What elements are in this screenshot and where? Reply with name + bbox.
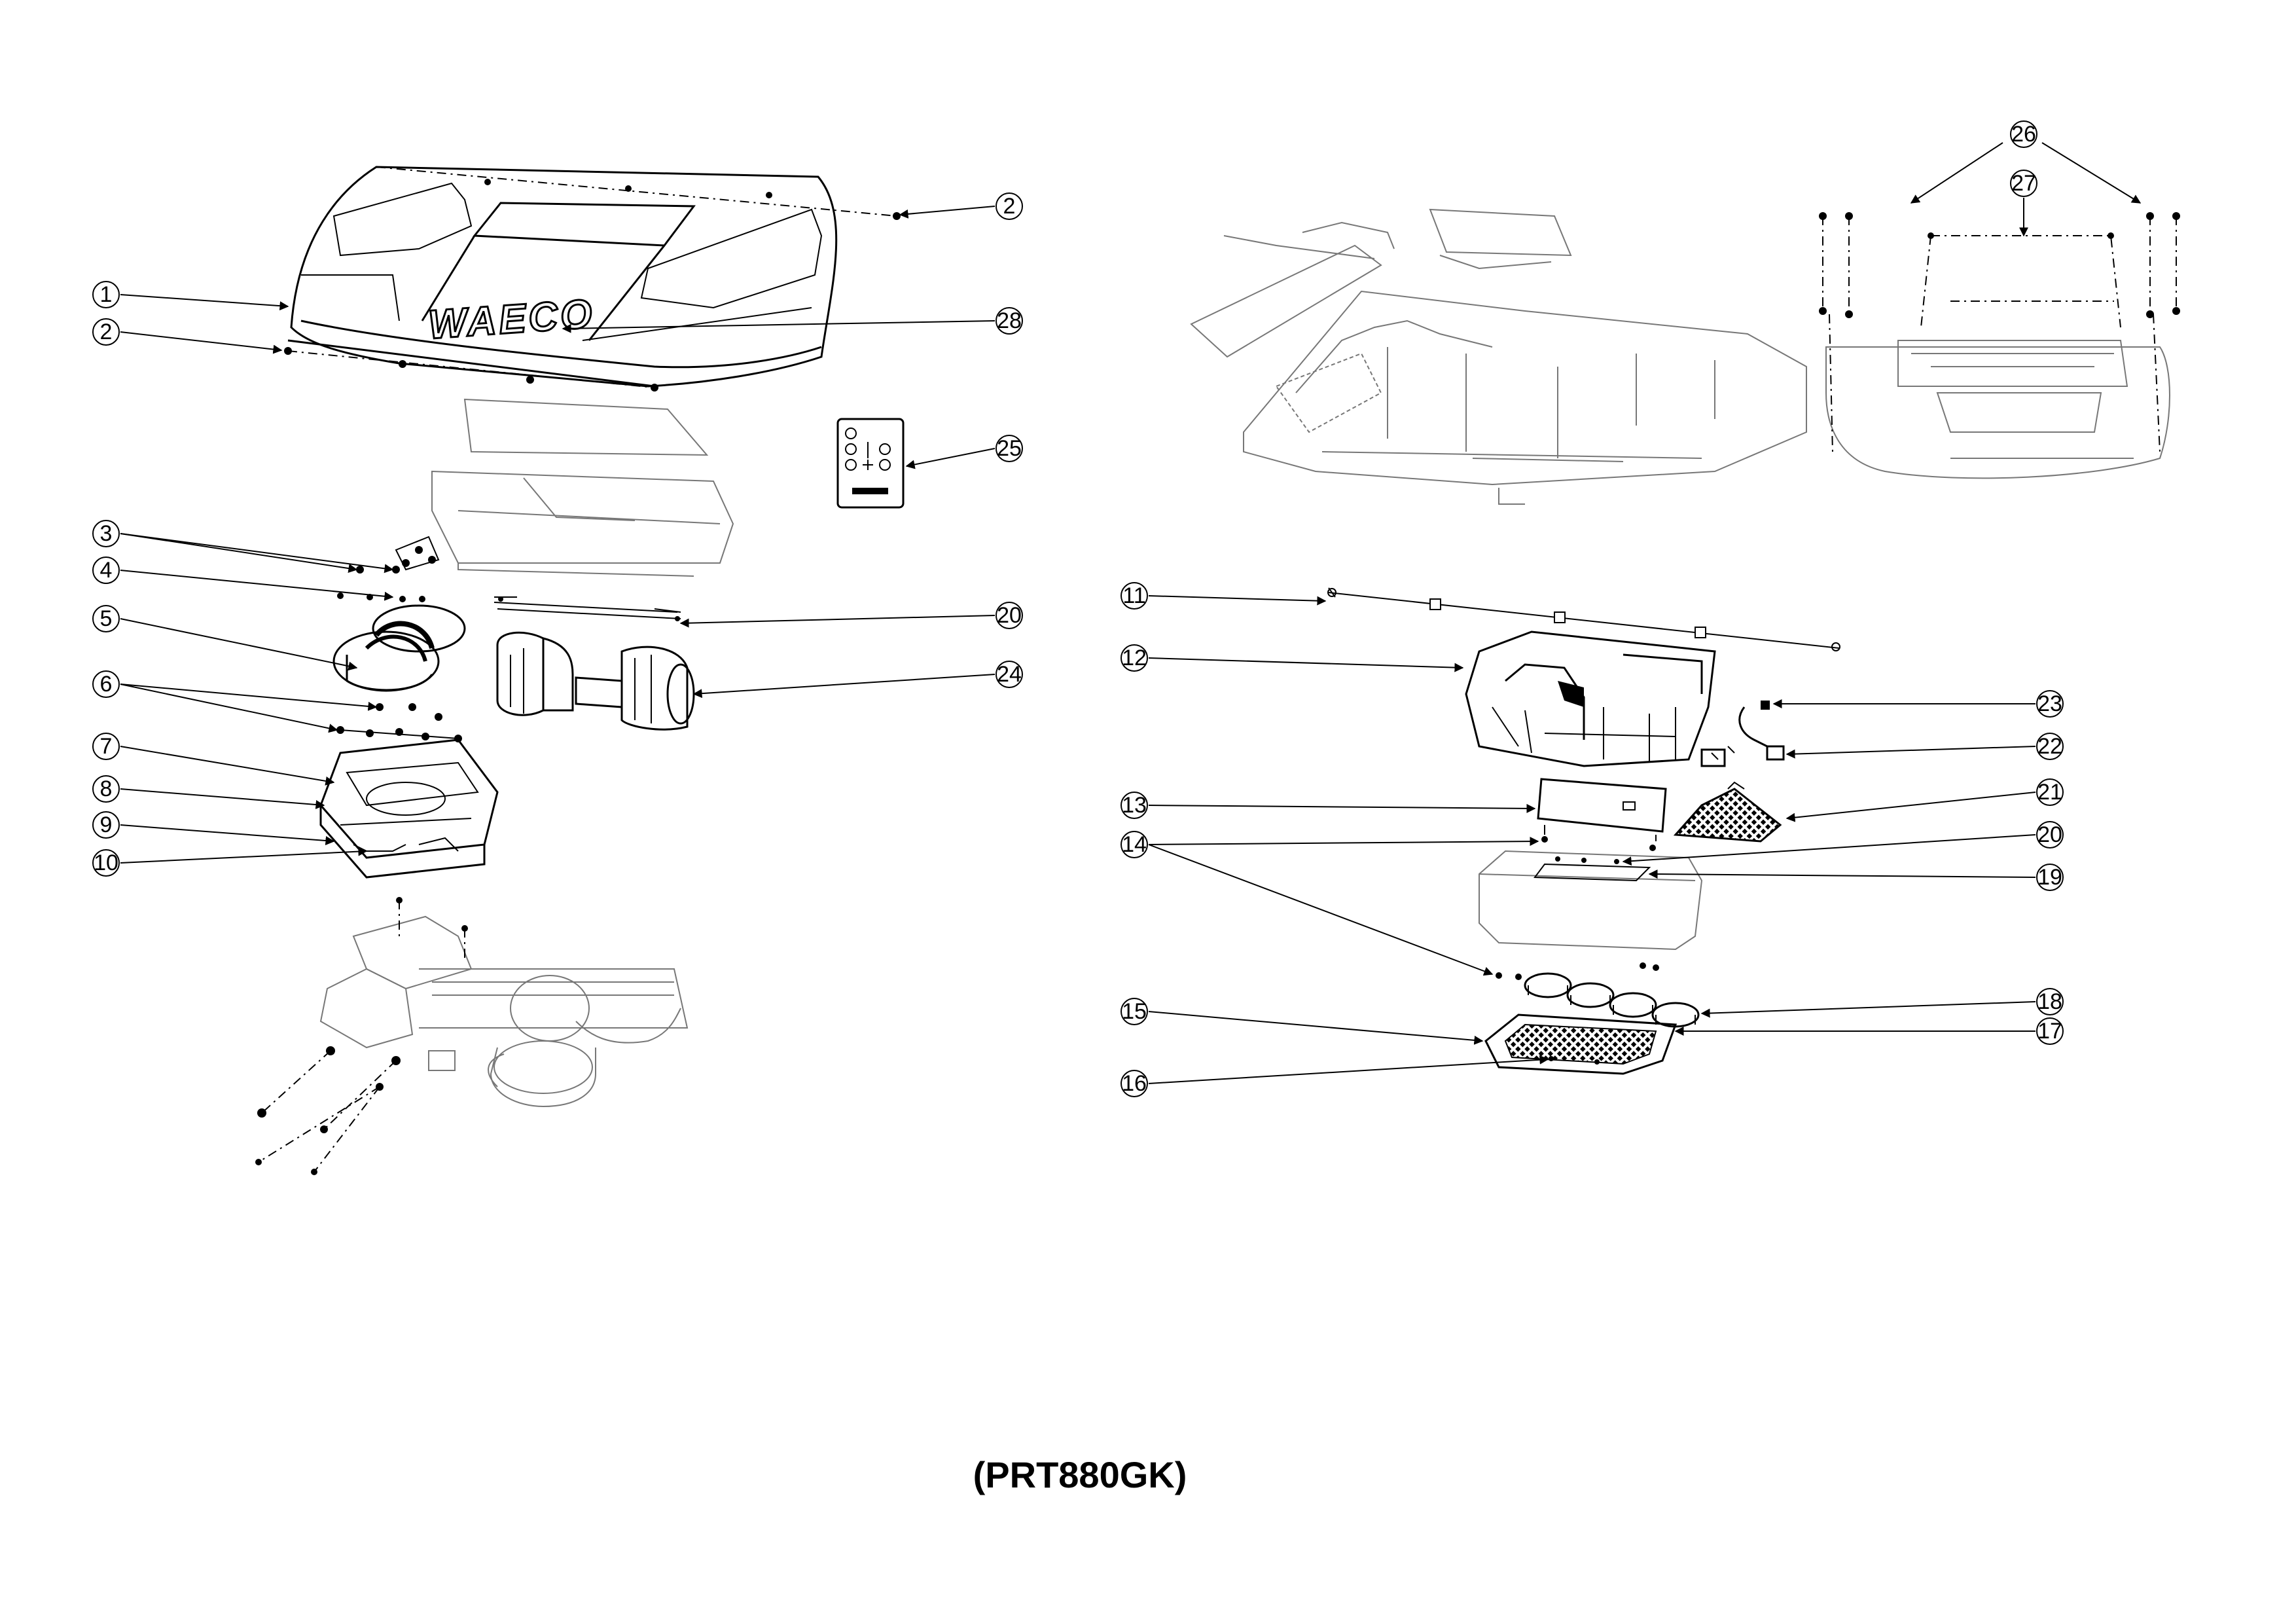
base-frame-assembly	[1190, 208, 1807, 505]
svg-text:7: 7	[100, 734, 113, 759]
callout-15: 15	[1121, 998, 1148, 1025]
base-tray-assembly	[319, 739, 499, 879]
callout-22: 22	[2036, 733, 2064, 760]
svg-text:25: 25	[997, 436, 1022, 461]
svg-text:6: 6	[100, 672, 113, 697]
svg-text:20: 20	[997, 603, 1022, 628]
callout-14: 14	[1121, 831, 1148, 858]
callout-8: 8	[92, 775, 120, 803]
callout-4: 4	[92, 556, 120, 584]
callout-19: 19	[2036, 864, 2064, 891]
callout-6: 6	[92, 670, 120, 698]
svg-text:24: 24	[997, 662, 1022, 687]
svg-text:26: 26	[2011, 122, 2036, 147]
svg-text:17: 17	[2037, 1019, 2062, 1044]
svg-text:19: 19	[2037, 865, 2062, 890]
svg-text:10: 10	[94, 850, 118, 875]
drip-tray-19	[1479, 850, 1703, 951]
air-filter-21	[1673, 781, 1782, 843]
callout-16: 16	[1121, 1070, 1148, 1097]
svg-text:28: 28	[997, 308, 1022, 333]
callout-20: 20	[2036, 821, 2064, 848]
svg-text:27: 27	[2011, 171, 2036, 196]
callout-17: 17	[2036, 1017, 2064, 1045]
rail-11	[1327, 587, 1840, 651]
callout-28: 28	[996, 307, 1023, 335]
blower-fan-unit	[493, 596, 695, 731]
svg-text:21: 21	[2037, 780, 2062, 805]
svg-text:14: 14	[1122, 832, 1147, 857]
callout-10: 10	[92, 849, 120, 877]
callout-3: 3	[92, 520, 120, 547]
callout-11: 11	[1121, 582, 1148, 610]
svg-text:9: 9	[100, 812, 113, 837]
callout-23: 23	[2036, 690, 2064, 718]
svg-text:8: 8	[100, 776, 113, 801]
callout-1: 1	[92, 281, 120, 308]
svg-text:11: 11	[1122, 583, 1145, 608]
fasteners-6	[336, 703, 462, 742]
fasteners-3-4	[337, 536, 440, 602]
svg-text:16: 16	[1122, 1071, 1147, 1096]
svg-text:13: 13	[1122, 793, 1147, 818]
svg-text:20: 20	[2037, 822, 2062, 847]
brand-logo-text: WAECO	[427, 291, 596, 348]
svg-text:12: 12	[1122, 646, 1147, 670]
main-housing-12	[1465, 630, 1716, 767]
svg-text:2: 2	[100, 319, 113, 344]
svg-text:3: 3	[100, 521, 113, 546]
wire-harness-22-23	[1700, 701, 1785, 767]
callout-9: 9	[92, 811, 120, 839]
rear-view-frame	[1819, 212, 2180, 479]
callout-12: 12	[1121, 644, 1148, 672]
callout-18: 18	[2036, 988, 2064, 1015]
callout-bubbles: 1 2 2 28 25 3 4 5 6 7 8 9 10 20 24 26 27…	[92, 120, 2064, 1097]
callout-27: 27	[2010, 170, 2037, 197]
callout-2: 2	[92, 318, 120, 346]
leader-lines	[120, 142, 2142, 1084]
callout-24: 24	[996, 661, 1023, 688]
evaporator-housing	[431, 398, 734, 577]
model-code-caption: (PRT880GK)	[973, 1454, 1187, 1495]
grille-panel-17	[1484, 1013, 1677, 1075]
control-board-13	[1537, 778, 1667, 851]
svg-text:15: 15	[1122, 999, 1147, 1024]
callout-21: 21	[2036, 778, 2064, 806]
callout-5: 5	[92, 605, 120, 632]
svg-text:23: 23	[2037, 691, 2062, 716]
callout-20: 20	[996, 602, 1023, 629]
diffuser-vents-18	[1496, 962, 1700, 1028]
condenser-assembly	[255, 897, 689, 1175]
remote-control	[836, 418, 905, 509]
callout-13: 13	[1121, 792, 1148, 819]
svg-text:18: 18	[2037, 989, 2062, 1014]
callout-26: 26	[2010, 120, 2037, 148]
svg-text:22: 22	[2037, 734, 2062, 759]
callout-25: 25	[996, 435, 1023, 462]
svg-text:4: 4	[100, 558, 113, 583]
blower-motor-assembly	[332, 604, 466, 692]
svg-text:5: 5	[100, 606, 113, 631]
callout-2: 2	[996, 192, 1023, 220]
svg-text:2: 2	[1003, 194, 1016, 219]
callout-7: 7	[92, 733, 120, 760]
svg-text:1: 1	[100, 282, 113, 307]
top-cover-shroud: WAECO	[284, 166, 901, 392]
